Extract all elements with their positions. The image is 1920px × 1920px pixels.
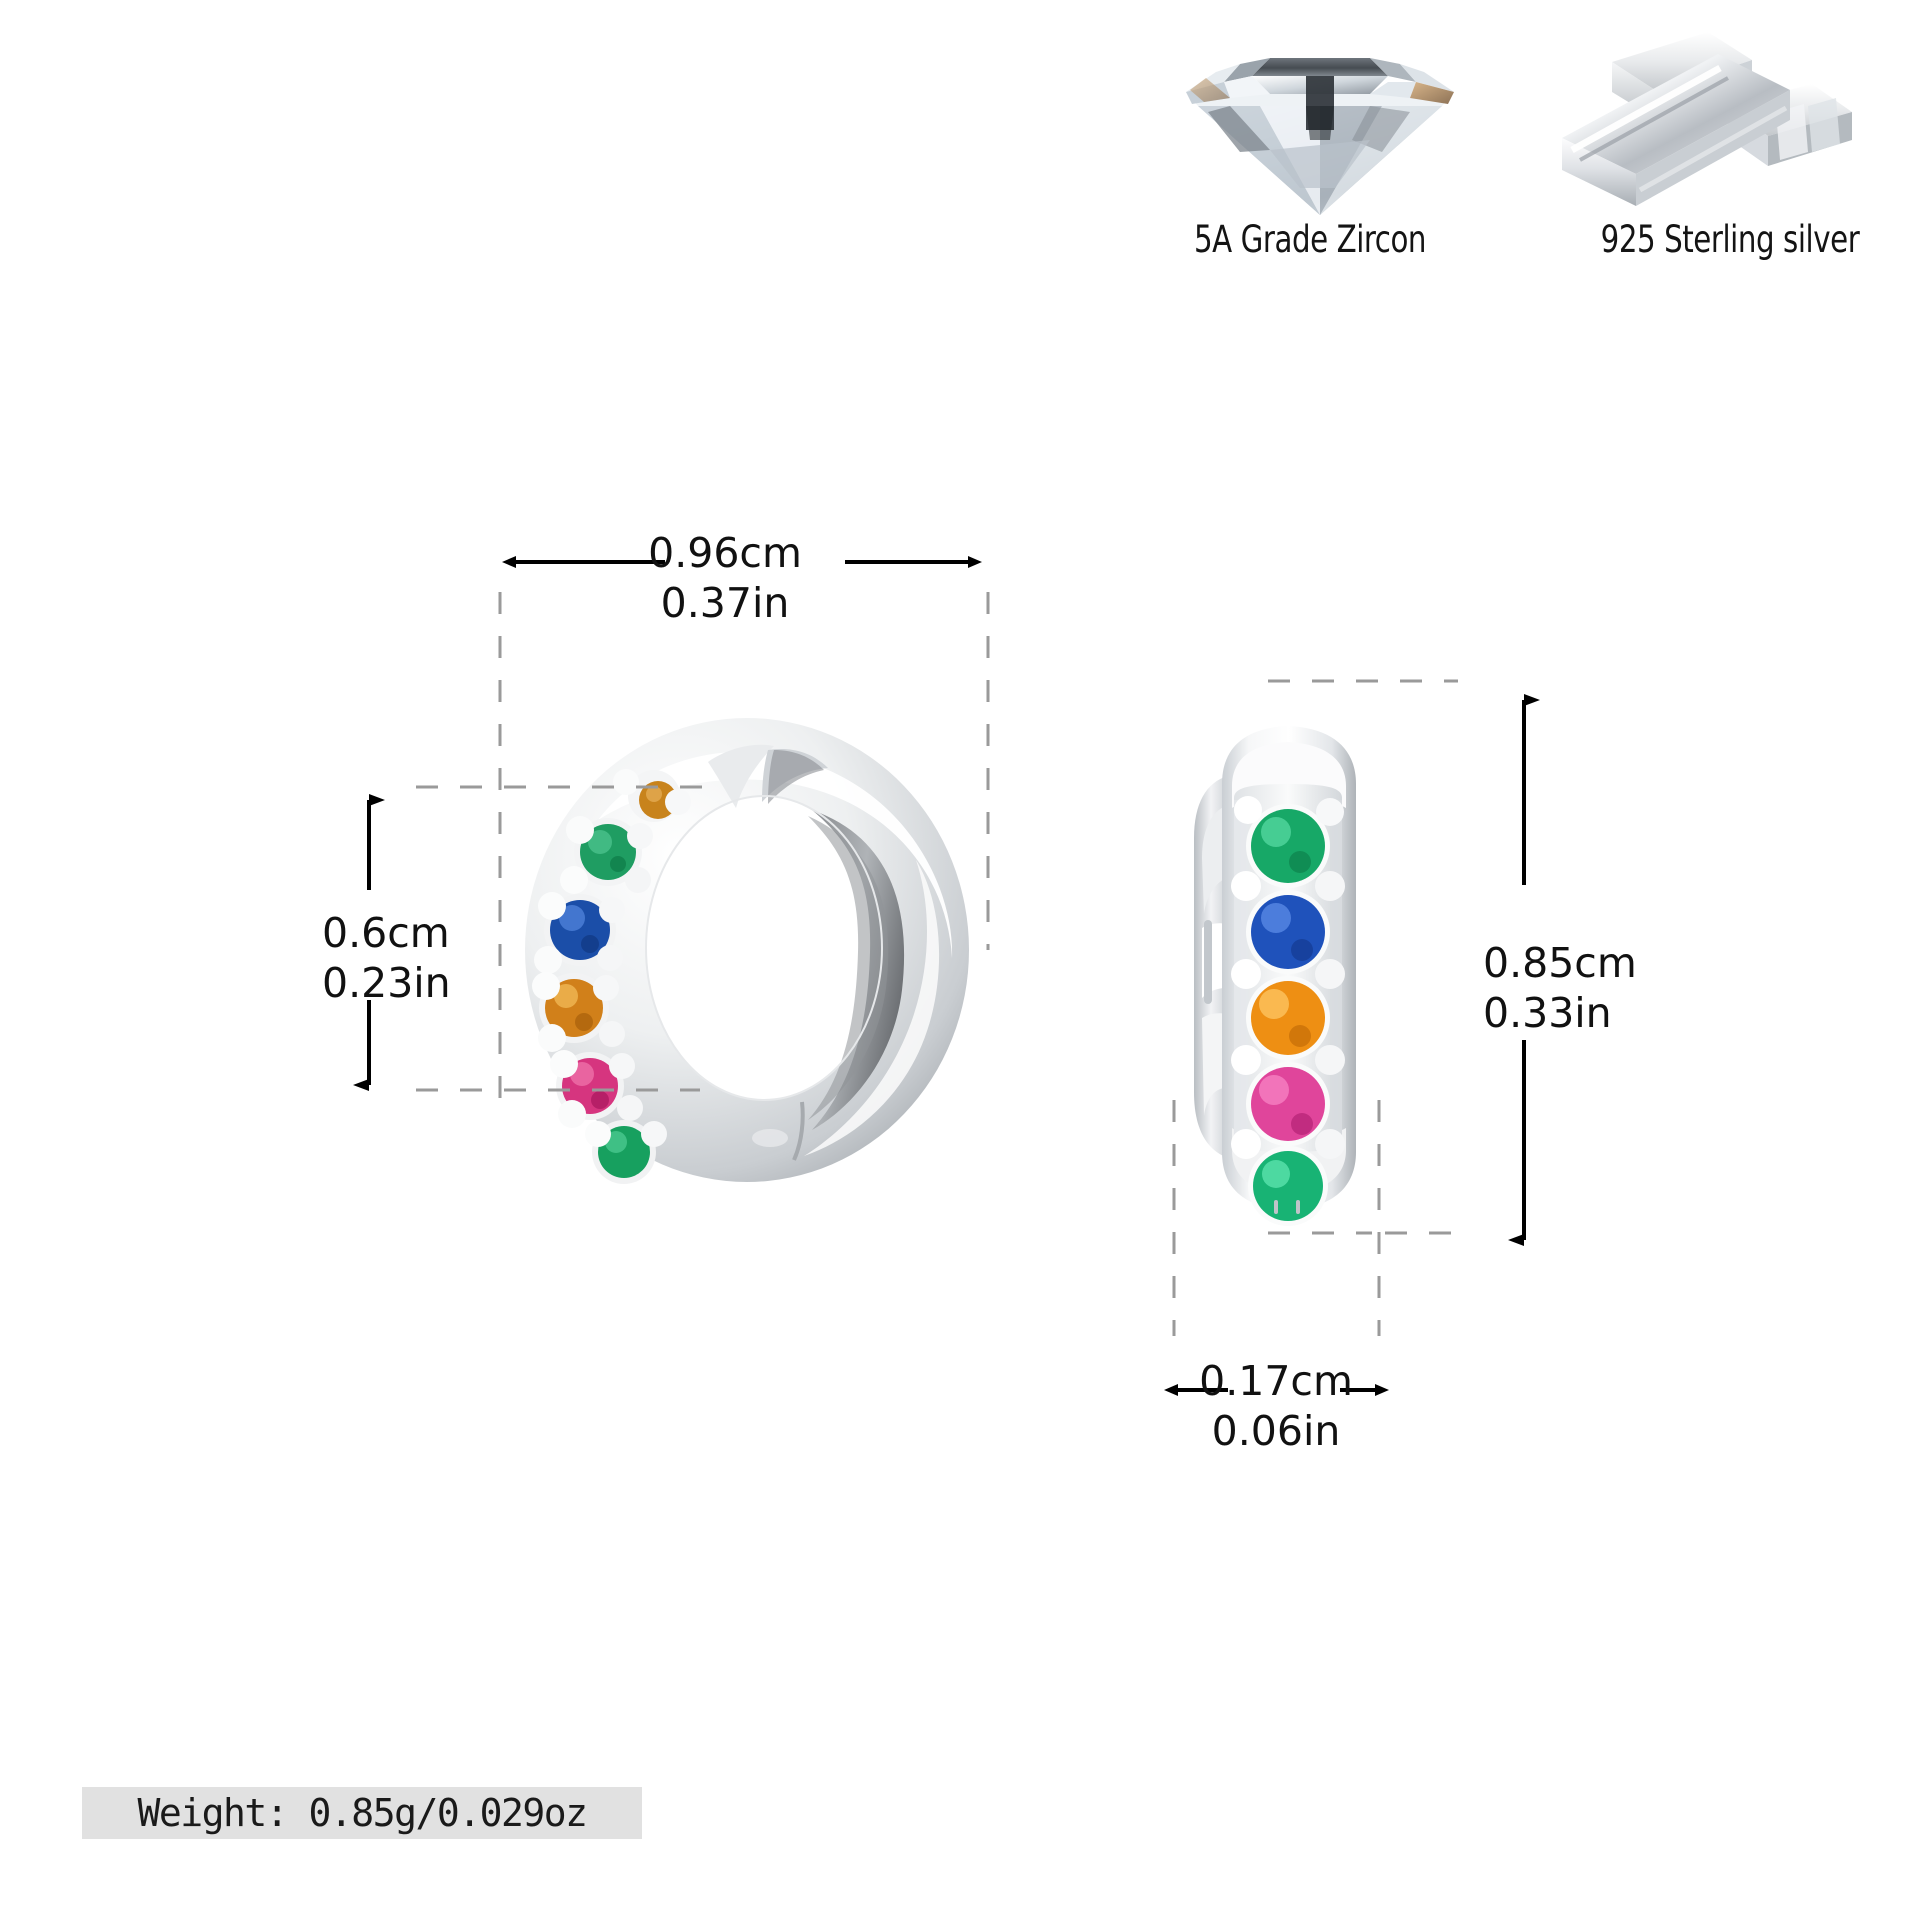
gem-amber-side-1 <box>1246 976 1330 1060</box>
dimension-label-side-height: 0.85cm 0.33in <box>1483 938 1703 1038</box>
dimension-label-side-width: 0.17cm 0.06in <box>1186 1356 1366 1456</box>
weight-badge: Weight: 0.85g/0.029oz <box>82 1787 642 1839</box>
earring-front-view <box>512 690 982 1210</box>
gem-emerald-side-2 <box>1248 1146 1328 1226</box>
diamond-gem-icon <box>1120 20 1500 215</box>
earring-side-view <box>1188 688 1398 1248</box>
material-badge-row: 5A Grade Zircon <box>1120 20 1920 290</box>
dimension-side-width-in: 0.06in <box>1211 1407 1341 1455</box>
silver-bars-icon <box>1540 20 1920 215</box>
material-badge-zircon: 5A Grade Zircon <box>1120 20 1500 290</box>
material-badge-silver: 925 Sterling silver <box>1540 20 1920 290</box>
gem-magenta-1 <box>556 1052 624 1120</box>
dimension-label-front-width: 0.96cm 0.37in <box>605 528 845 628</box>
dimension-front-width-in: 0.37in <box>660 579 790 627</box>
gem-magenta-side-1 <box>1246 1062 1330 1146</box>
dimension-side-height-in: 0.33in <box>1483 989 1612 1037</box>
gem-emerald-side-1 <box>1246 804 1330 888</box>
dimension-front-height-in: 0.23in <box>322 959 451 1007</box>
dimension-front-width-cm: 0.96cm <box>648 529 802 577</box>
gem-pave-front <box>532 769 691 1184</box>
weight-label: Weight: 0.85g/0.029oz <box>137 1791 588 1835</box>
dimension-label-front-height: 0.6cm 0.23in <box>322 908 542 1008</box>
dimension-front-height-cm: 0.6cm <box>322 909 450 957</box>
gem-pave-side <box>1231 796 1345 1226</box>
material-label-zircon: 5A Grade Zircon <box>1193 218 1427 261</box>
dimension-side-width-cm: 0.17cm <box>1199 1357 1353 1405</box>
gem-sapphire-side-1 <box>1246 890 1330 974</box>
dimension-side-height-cm: 0.85cm <box>1483 939 1637 987</box>
material-label-silver: 925 Sterling silver <box>1600 218 1860 261</box>
